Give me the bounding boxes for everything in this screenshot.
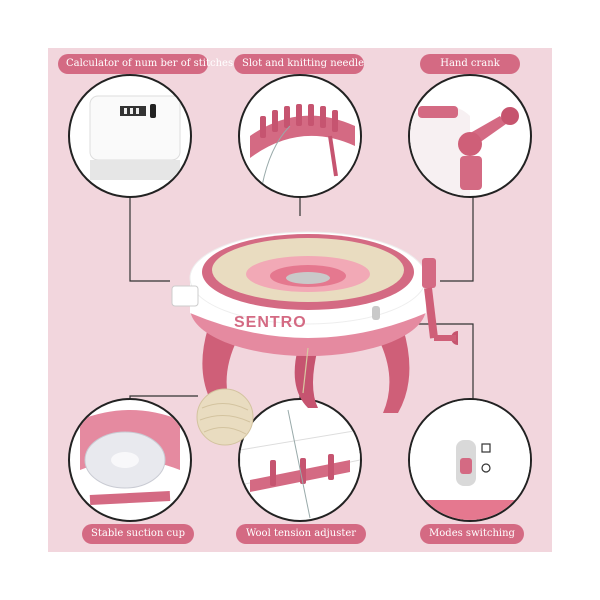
product-panel: Calculator of num ber of stitches Slot a… — [48, 48, 552, 552]
yarn-ball-icon — [196, 388, 254, 446]
brand-logo: SENTRO — [234, 314, 307, 331]
callout-hand-crank: Hand crank — [420, 54, 520, 74]
callout-calculator: Calculator of num ber of stitches — [58, 54, 233, 74]
mode-switch-icon — [410, 400, 530, 520]
detail-hand-crank — [408, 74, 532, 198]
line-hand-crank — [440, 180, 474, 282]
line-calculator — [129, 168, 170, 282]
knitting-machine — [171, 231, 458, 413]
suction-cup-icon — [80, 410, 180, 505]
tension-adjuster-icon — [240, 409, 360, 519]
detail-calculator — [68, 74, 192, 198]
hand-crank-icon — [410, 106, 519, 196]
leg-left — [202, 328, 238, 413]
callout-suction-cup: Stable suction cup — [82, 524, 194, 544]
knitting-needles-icon — [240, 104, 360, 196]
detail-modes-switching — [408, 398, 532, 522]
detail-slot-needle — [238, 74, 362, 198]
callout-wool-tension: Wool tension adjuster — [236, 524, 366, 544]
detail-suction-cup — [68, 398, 192, 522]
detail-wool-tension — [238, 398, 362, 522]
leg-center — [294, 348, 318, 408]
leg-right — [378, 328, 410, 413]
callout-slot-needle: Slot and knitting needle — [234, 54, 364, 74]
callout-modes-switching: Modes switching — [420, 524, 524, 544]
counter-icon — [89, 95, 181, 180]
